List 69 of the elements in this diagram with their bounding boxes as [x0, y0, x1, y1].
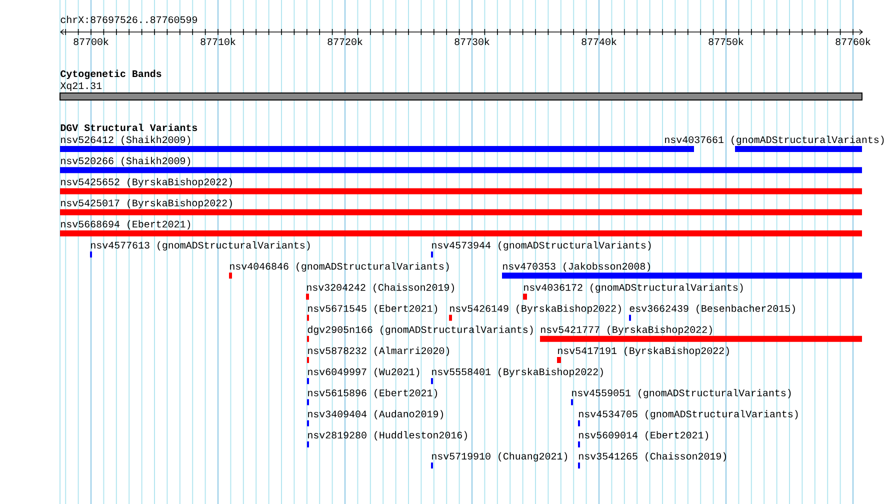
node-label: esv3662439 (Besenbacher2015)	[630, 304, 795, 314]
variant-feature: nsv3541265 (Chaisson2019)	[578, 452, 726, 468]
node-label: nsv4559051 (gnomADStructuralVariants)	[572, 388, 791, 398]
node-label: nsv6049997 (Wu2021)	[308, 368, 420, 378]
variant-feature: nsv470353 (Jakobsson2008)	[502, 262, 862, 279]
node-label: nsv4037661 (gnomADStructuralVariants)	[665, 136, 884, 146]
variant-feature: nsv2819280 (Huddleston2016)	[307, 431, 467, 448]
node-label: nsv2819280 (Huddleston2016)	[308, 431, 467, 440]
variant-feature: nsv4037661 (gnomADStructuralVariants)	[665, 136, 884, 152]
variant-feature: nsv5719910 (Chuang2021)	[431, 452, 568, 468]
node-label: nsv4577613 (gnomADStructuralVariants)	[91, 241, 310, 251]
variant-feature: nsv4559051 (gnomADStructuralVariants)	[571, 388, 791, 406]
tick-label: 87700k	[74, 38, 108, 46]
node-label: nsv3204242 (Chaisson2019)	[307, 283, 454, 293]
variant-feature: esv3662439 (Besenbacher2015)	[629, 304, 795, 321]
tick-label: 87710k	[200, 38, 236, 46]
variant-feature: nsv4036172 (gnomADStructuralVariants)	[523, 283, 743, 300]
tick-label: 87730k	[454, 38, 490, 46]
node-label: nsv5426149 (ByrskaBishop2022)	[450, 304, 621, 314]
variant-feature: nsv4577613 (gnomADStructuralVariants)	[90, 241, 310, 258]
variant-feature: nsv3204242 (Chaisson2019)	[306, 283, 454, 300]
tick-label: 87750k	[708, 38, 744, 46]
variant-feature: dgv2905n166 (gnomADStructuralVariants)	[307, 326, 533, 342]
tick-label: 87740k	[582, 38, 616, 46]
variant-feature: nsv5609014 (Ebert2021)	[578, 431, 708, 448]
node-label: nsv5668694 (Ebert2021)	[61, 220, 190, 230]
variant-feature: nsv5558401 (ByrskaBishop2022)	[431, 368, 603, 384]
variant-feature: nsv520266 (Shaikh2009)	[60, 156, 862, 174]
node-label: nsv5671545 (Ebert2021)	[308, 304, 438, 314]
variant-feature: nsv4046846 (gnomADStructuralVariants)	[229, 262, 449, 279]
tick-label: 87720k	[328, 38, 362, 46]
variant-feature: nsv4573944 (gnomADStructuralVariants)	[431, 241, 651, 258]
coordinate-label: chrX:87697526..87760599	[60, 16, 197, 24]
variant-feature: nsv5671545 (Ebert2021)	[307, 304, 438, 321]
variant-feature: nsv3409404 (Audano2019)	[307, 410, 444, 426]
node-label: nsv5425652 (ByrskaBishop2022)	[61, 178, 232, 188]
variant-feature: nsv5615896 (Ebert2021)	[307, 388, 438, 406]
node-label: nsv3541265 (Chaisson2019)	[579, 452, 726, 462]
node-label: nsv4046846 (gnomADStructuralVariants)	[230, 262, 449, 272]
variant-feature: nsv4534705 (gnomADStructuralVariants)	[578, 410, 798, 426]
node-label: dgv2905n166 (gnomADStructuralVariants)	[308, 326, 533, 335]
node-label: nsv520266 (Shaikh2009)	[61, 156, 190, 166]
variant-feature: nsv5417191 (ByrskaBishop2022)	[557, 346, 729, 363]
node-label: nsv4573944 (gnomADStructuralVariants)	[432, 241, 651, 251]
variant-feature: nsv5426149 (ByrskaBishop2022)	[449, 304, 621, 321]
node-label: nsv4534705 (gnomADStructuralVariants)	[579, 410, 798, 420]
node-label: nsv5615896 (Ebert2021)	[308, 388, 438, 398]
node-label: nsv3409404 (Audano2019)	[308, 410, 444, 420]
variant-feature: nsv6049997 (Wu2021)	[307, 368, 420, 384]
node-label: nsv5421777 (ByrskaBishop2022)	[541, 326, 712, 335]
node-label: nsv5609014 (Ebert2021)	[579, 431, 708, 440]
node-label: nsv5878232 (Almarri2020)	[308, 346, 449, 356]
track-title: Cytogenetic Bands	[60, 70, 162, 80]
track-title: DGV Structural Variants	[60, 124, 198, 132]
node-label: nsv526412 (Shaikh2009)	[61, 136, 190, 146]
cytoband-bar: Xq21.31	[60, 82, 862, 100]
node-label: nsv5719910 (Chuang2021)	[432, 452, 568, 462]
node-label: nsv5425017 (ByrskaBishop2022)	[61, 199, 232, 208]
node-label: nsv5558401 (ByrskaBishop2022)	[432, 368, 603, 378]
node-label: nsv4036172 (gnomADStructuralVariants)	[524, 283, 743, 293]
node-label: nsv470353 (Jakobsson2008)	[503, 262, 650, 272]
variant-feature: nsv5425017 (ByrskaBishop2022)	[60, 199, 862, 216]
variant-feature: nsv5878232 (Almarri2020)	[307, 346, 449, 363]
variant-feature: nsv5421777 (ByrskaBishop2022)	[540, 326, 862, 342]
variant-feature: nsv5425652 (ByrskaBishop2022)	[60, 178, 862, 194]
node-label: nsv5417191 (ByrskaBishop2022)	[558, 346, 729, 356]
node-label: Xq21.31	[60, 82, 102, 92]
tick-label: 87760k	[836, 38, 870, 46]
variant-feature: nsv5668694 (Ebert2021)	[60, 220, 862, 236]
